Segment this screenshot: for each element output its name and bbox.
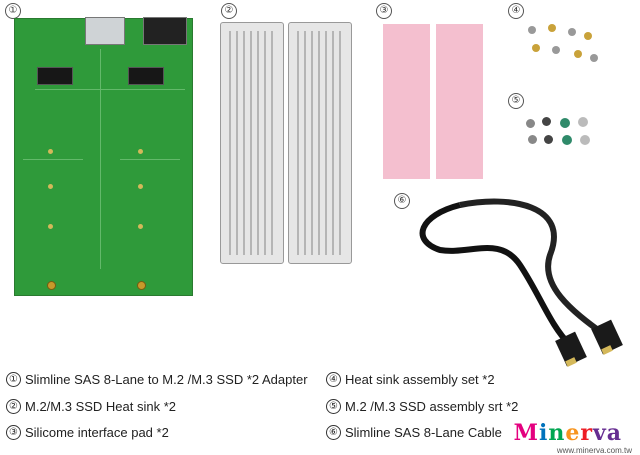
legend-text: Silicome interface pad *2 — [25, 425, 169, 441]
legend-number: ⑥ — [326, 425, 341, 441]
legend-number: ① — [6, 372, 21, 388]
heatsink-right — [288, 22, 352, 264]
legend-text: Slimline SAS 8-Lane Cable — [345, 425, 502, 441]
marker-1: ① — [5, 3, 21, 19]
legend-text: Slimline SAS 8-Lane to M.2 /M.3 SSD *2 A… — [25, 372, 308, 388]
legend-number: ④ — [326, 372, 341, 388]
sas-connector — [85, 17, 125, 45]
marker-2: ② — [221, 3, 237, 19]
legend-text: M.2 /M.3 SSD assembly srt *2 — [345, 399, 519, 415]
ssd-screw-set-image — [522, 115, 602, 150]
legend-number: ③ — [6, 425, 21, 441]
marker-6: ⑥ — [394, 193, 410, 209]
marker-3: ③ — [376, 3, 392, 19]
m2-slot-left — [37, 67, 73, 85]
power-connector — [143, 17, 187, 45]
legend-text: M.2/M.3 SSD Heat sink *2 — [25, 399, 176, 415]
legend-number: ⑤ — [326, 399, 341, 415]
thermal-pad-left — [383, 24, 430, 179]
minerva-logo: Minerva — [513, 420, 622, 446]
legend-number: ② — [6, 399, 21, 415]
sas-cable-image — [419, 198, 623, 367]
standoff-left — [47, 281, 56, 290]
adapter-pcb-image — [14, 17, 193, 296]
marker-4: ④ — [508, 3, 524, 19]
heatsink-left — [220, 22, 284, 264]
thermal-pad-right — [436, 24, 483, 179]
standoff-right — [137, 281, 146, 290]
website-url: www.minerva.com.tw — [556, 446, 632, 455]
heatsink-screw-set-image — [520, 22, 610, 72]
marker-5: ⑤ — [508, 93, 524, 109]
m2-slot-right — [128, 67, 164, 85]
legend-text: Heat sink assembly set *2 — [345, 372, 495, 388]
